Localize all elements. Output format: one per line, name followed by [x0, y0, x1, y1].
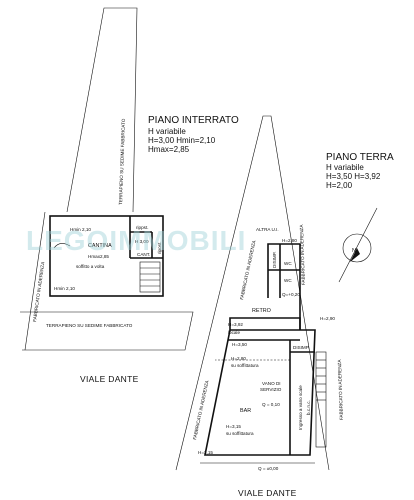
ground-stairs — [315, 351, 327, 448]
ground-bar-walls — [204, 329, 316, 456]
basement-hmin-bottom: Hmin 2,10 — [54, 286, 75, 291]
ground-h280: H=2,80 — [282, 238, 297, 243]
ground-q020: Q=+0,20 — [282, 292, 300, 297]
ground-h280b: H=2,80 — [231, 356, 246, 361]
ground-h315b: H=3,15 — [198, 450, 213, 455]
ground-wc2: WC — [284, 278, 292, 283]
ground-q010: Q = 0,10 — [262, 402, 280, 407]
basement-cantina-label: CANTINA — [88, 243, 112, 249]
basement-hmin-top: Hmin 2,10 — [70, 227, 91, 232]
ground-h315: H=3,15 — [226, 424, 241, 429]
ground-q000: Q = ±0,00 — [258, 466, 279, 471]
basement-left-label: FABBRICATO IN ADERENZA — [32, 261, 46, 323]
basement-side-label: TERRAPIENO SU SEDIME FABBRICATO — [118, 118, 126, 205]
ground-right-label-top: FABBRICATO IN ADERENZA — [299, 223, 306, 285]
basement-bottom-label: TERRAPIENO SU SEDIME FABBRICATO — [46, 323, 133, 328]
basement-h-ripost: H 3,00 — [135, 239, 149, 244]
ground-bar: BAR — [240, 408, 251, 414]
ground-retro: RETRO — [252, 308, 271, 314]
basement-h-variable: H variabile — [148, 127, 186, 136]
ground-ingresso: Ingresso a vano scale — [298, 385, 303, 430]
ground-wc-block-wall — [267, 243, 301, 330]
watermark-text: LEGOIMMOBILI — [26, 225, 246, 256]
ground-h392: H=3,92 — [228, 322, 243, 327]
basement-stairs — [139, 261, 161, 293]
basement-terrapieno-outline — [66, 7, 138, 213]
ground-bcnc: b.c.n.c. — [306, 400, 311, 415]
basement-hmax-room: Hmax2,85 — [88, 254, 109, 259]
ground-wc1: WC — [284, 261, 292, 266]
basement-soffitto: soffitto a volta — [76, 264, 105, 269]
basement-bottom-outline — [20, 311, 194, 351]
ground-su-soffittatura: su soffittatura — [231, 363, 259, 368]
ground-h-variable: H variabile — [326, 163, 364, 172]
ground-h290: H=2,90 — [320, 316, 335, 321]
compass-label: N — [352, 248, 356, 254]
ground-servizio: SERVIZIO — [260, 387, 282, 392]
basement-ripost2: ripost. — [157, 241, 162, 254]
ground-right-label-bottom: FABBRICATO IN ADERENZA — [337, 358, 344, 420]
ground-h-values: H=3,50 H=3,92 — [326, 172, 381, 181]
basement-title: PIANO INTERRATO — [148, 115, 239, 126]
ground-left-label-bottom: FABBRICATO IN ADERENZA — [192, 379, 210, 440]
ground-su-soffittatura2: su soffittatura — [226, 431, 254, 436]
ground-altra-ui: ALTRA U.I. — [256, 227, 279, 232]
basement-room-walls — [49, 215, 164, 297]
basement-street-label: VIALE DANTE — [80, 374, 139, 384]
ground-title: PIANO TERRA — [326, 152, 394, 163]
compass-icon: N — [338, 207, 378, 283]
basement-plan: TERRAPIENO SU SEDIME FABBRICATO FABBRICA… — [20, 7, 239, 384]
basement-left-boundary — [24, 211, 46, 351]
basement-h-max: Hmax=2,85 — [148, 145, 190, 154]
basement-rippost: rippst. — [136, 225, 149, 230]
ground-disimp: DISIMP. — [293, 345, 310, 350]
ground-disimp-vertical: DISIMP. — [272, 251, 277, 268]
basement-cant: CANT. — [137, 252, 150, 257]
ground-h350: H=3,50 — [232, 342, 247, 347]
ground-locale: locale — [228, 330, 240, 335]
basement-h-values: H=3,00 Hmin=2,10 — [148, 136, 216, 145]
ground-street-label: VIALE DANTE — [238, 488, 297, 498]
ground-vano: VANO DI — [262, 381, 281, 386]
ground-h-min: H=2,00 — [326, 181, 353, 190]
basement-vault-arc — [53, 243, 71, 249]
ground-plan: FABBRICATO IN ADERENZA FABBRICATO IN ADE… — [175, 115, 394, 498]
